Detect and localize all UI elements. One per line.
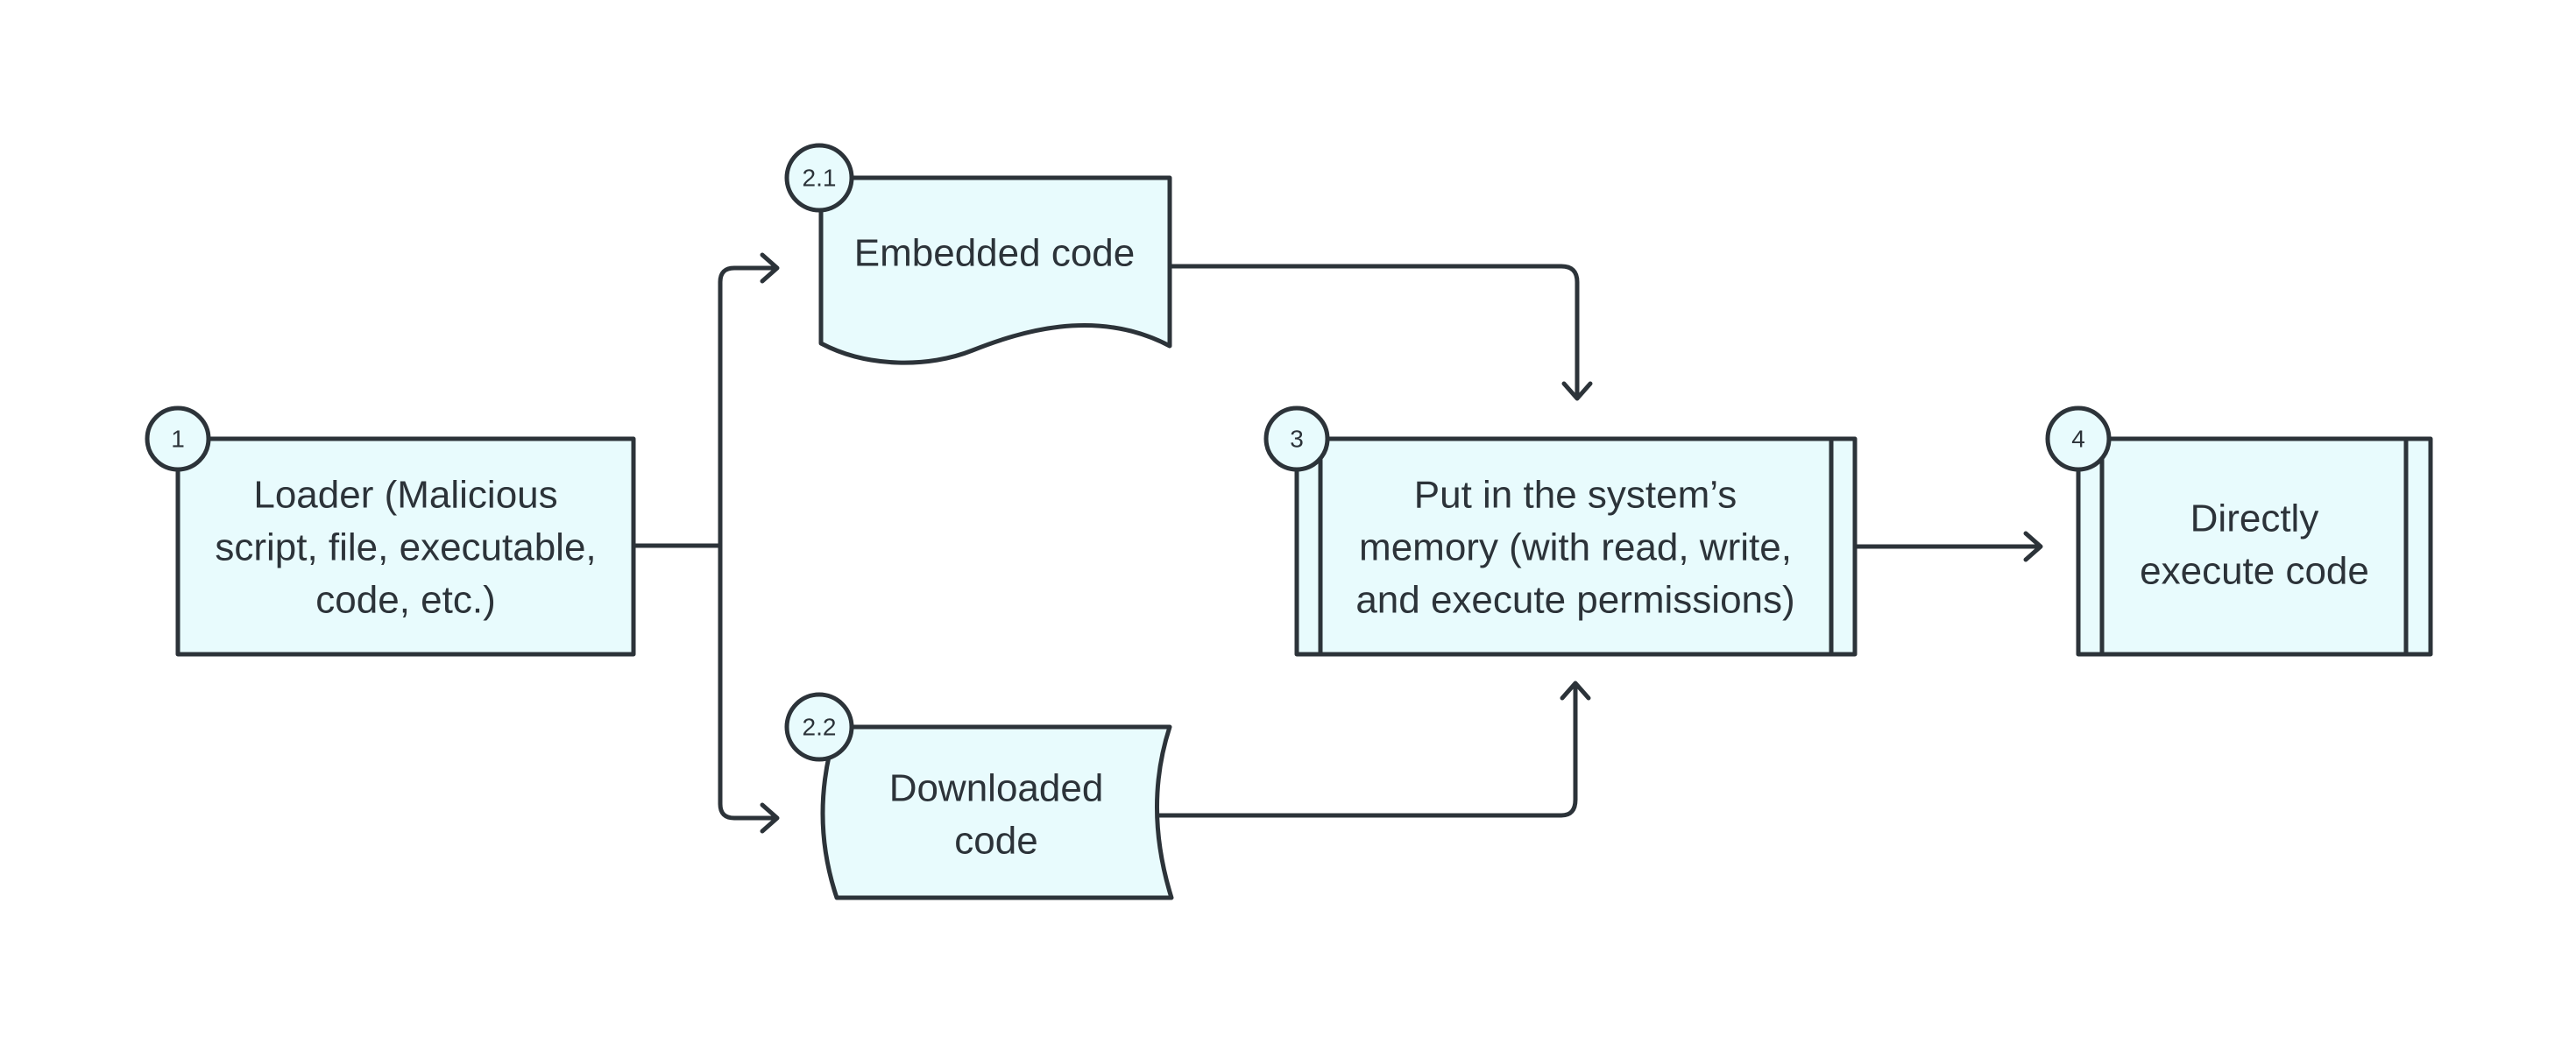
connector-to-embedded [718, 265, 778, 548]
connector-embedded-to-memory [1169, 264, 1580, 399]
loader-badge-circle [145, 406, 211, 472]
execute-line-2: execute code [2140, 550, 2369, 593]
memory-line-1: Put in the system’s [1414, 474, 1737, 517]
arrowhead-downloaded-to-memory [1560, 681, 1591, 701]
arrowhead-embedded-to-memory [1561, 381, 1593, 401]
embedded-document-shape [818, 175, 1172, 365]
memory-line-3: and execute permissions) [1355, 579, 1794, 622]
loader-badge: 1 [171, 426, 185, 453]
node-embedded-code: Embedded code 2.1 [784, 143, 1172, 365]
loader-box [175, 436, 636, 657]
embedded-badge-circle [784, 143, 854, 213]
downloaded-storage-shape [820, 724, 1174, 900]
loader-line-1: Loader (Malicious [253, 474, 557, 517]
arrowhead-to-downloaded [760, 802, 780, 834]
execute-badge-circle [2045, 406, 2112, 472]
loader-line-3: code, etc.) [315, 579, 495, 622]
loader-line-2: script, file, executable, [215, 526, 596, 569]
embedded-badge: 2.1 [803, 165, 837, 192]
arrowhead-to-embedded [760, 252, 780, 284]
embedded-line-1: Embedded code [854, 232, 1135, 275]
arrowhead-memory-to-execute [2023, 531, 2043, 562]
downloaded-line-2: code [954, 820, 1037, 863]
node-execute: Directly execute code 4 [2045, 406, 2433, 657]
connector-to-downloaded [718, 543, 778, 821]
memory-badge-circle [1263, 406, 1330, 472]
downloaded-line-1: Downloaded [889, 767, 1104, 810]
downloaded-badge: 2.2 [803, 714, 837, 741]
node-loader: Loader (Malicious script, file, executab… [145, 406, 636, 657]
connectors [631, 252, 2043, 834]
node-memory: Put in the system’s memory (with read, w… [1263, 406, 1858, 657]
execute-box [2076, 436, 2433, 657]
node-downloaded-code: Downloaded code 2.2 [784, 692, 1174, 900]
downloaded-badge-circle [784, 692, 854, 762]
memory-line-2: memory (with read, write, [1359, 526, 1792, 569]
memory-box [1294, 436, 1858, 657]
memory-badge: 3 [1290, 426, 1304, 453]
connector-downloaded-to-memory [1154, 682, 1578, 818]
execute-badge: 4 [2071, 426, 2085, 453]
execute-line-1: Directly [2190, 497, 2319, 540]
